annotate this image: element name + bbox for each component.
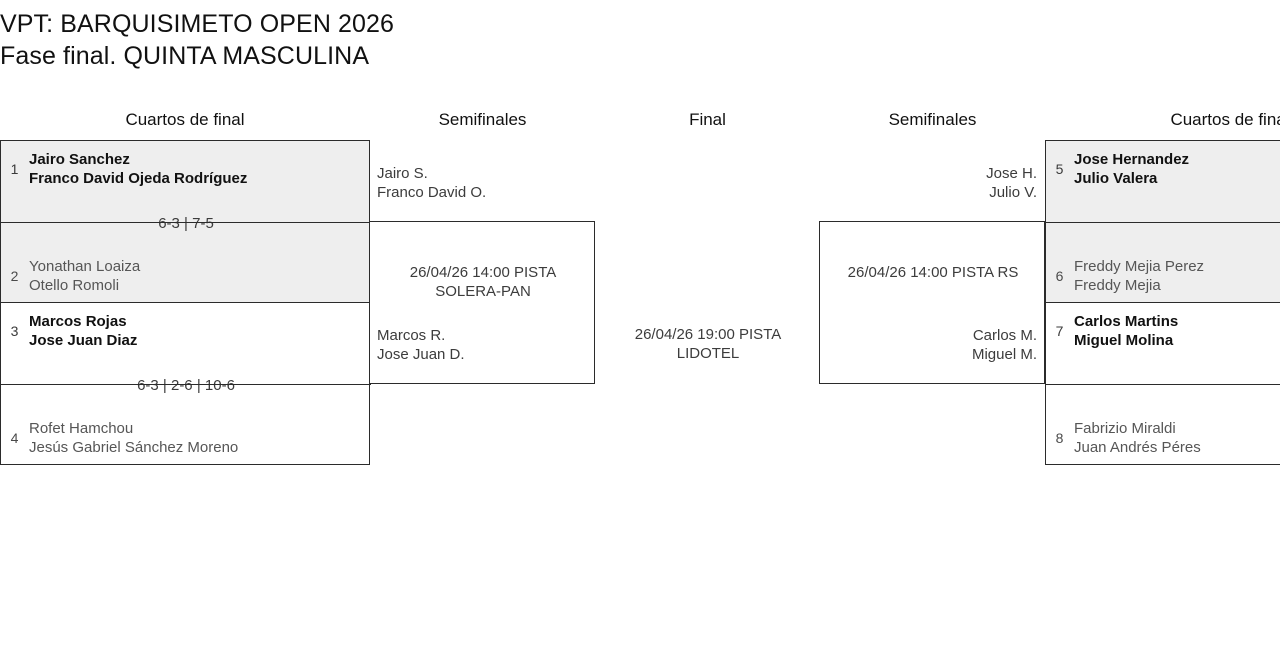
semifinal-bottom-team: Marcos R. Jose Juan D. [377,326,465,364]
player-name: Miguel Molina [1074,332,1174,349]
player-name: Jairo S. [377,165,428,182]
round-header-semifinals-right: Semifinales [888,110,977,129]
player-name: Marcos R. [377,327,446,344]
player-name: Rofet Hamchou [29,420,134,437]
match-score: 6-3 | 7-5 [158,215,214,232]
match-participant-seed-7[interactable]: 7 Carlos Martins Miguel Molina [1054,312,1179,350]
match-participant-seed-6[interactable]: 6 Freddy Mejia Perez Freddy Mejia [1054,257,1204,295]
semifinal-top-team: Jose H. Julio V. [986,164,1037,202]
player-name: Miguel M. [971,346,1037,363]
semifinal-match-right[interactable]: Jose H. Julio V. 26/04/26 14:00 PISTA RS… [819,165,1046,384]
quarterfinal-match-1[interactable]: 1 Jairo Sanchez Franco David Ojeda Rodrí… [0,140,371,303]
match-participant-seed-5[interactable]: 5 Jose Hernandez Julio Valera [1054,150,1189,188]
schedule-line: 26/04/26 14:00 PISTA RS [847,264,1019,281]
team-names: Carlos Martins Miguel Molina [1074,312,1178,350]
final-match-schedule[interactable]: 26/04/26 19:00 PISTA LIDOTEL [595,325,821,363]
schedule-line: 26/04/26 19:00 PISTA [634,326,782,343]
seed-number: 5 [1055,161,1064,177]
match-divider [0,384,371,385]
semifinal-top-team: Jairo S. Franco David O. [377,164,486,202]
match-score: 6-3 | 6-4 [1046,377,1280,395]
player-name: Franco David O. [377,184,487,201]
semifinal-bottom-team: Carlos M. Miguel M. [972,326,1037,364]
round-header-quarterfinals-left: Cuartos de final [125,110,245,129]
seed-number: 2 [10,268,19,284]
match-divider [1045,222,1280,223]
match-participant-seed-3[interactable]: 3 Marcos Rojas Jose Juan Diaz [9,312,138,350]
quarterfinal-match-3[interactable]: 5 Jose Hernandez Julio Valera 6-7 | 6-1 … [1045,140,1280,303]
page-title: VPT: BARQUISIMETO OPEN 2026 Fase final. … [0,8,900,72]
player-name: Carlos Martins [1074,313,1179,330]
seed-number: 8 [1055,430,1064,446]
player-name: Fabrizio Miraldi [1074,420,1176,437]
semifinal-match-left[interactable]: Jairo S. Franco David O. 26/04/26 14:00 … [369,165,596,384]
seed-number: 3 [10,323,19,339]
match-participant-seed-1[interactable]: 1 Jairo Sanchez Franco David Ojeda Rodrí… [9,150,248,188]
team-names: Jairo Sanchez Franco David Ojeda Rodrígu… [29,150,247,188]
round-header-quarterfinals-right: Cuartos de final [1170,110,1280,129]
quarterfinal-match-2[interactable]: 3 Marcos Rojas Jose Juan Diaz 6-3 | 2-6 … [0,302,371,465]
team-names: Rofet Hamchou Jesús Gabriel Sánchez More… [29,419,238,457]
player-name: Juan Andrés Péres [1074,439,1201,456]
team-names: Freddy Mejia Perez Freddy Mejia [1074,257,1204,295]
team-names: Yonathan Loaiza Otello Romoli [29,257,140,295]
team-names: Fabrizio Miraldi Juan Andrés Péres [1074,419,1201,457]
match-participant-seed-2[interactable]: 2 Yonathan Loaiza Otello Romoli [9,257,141,295]
match-divider [0,222,371,223]
player-name: Yonathan Loaiza [29,258,141,275]
seed-number: 4 [10,430,19,446]
quarterfinal-match-4[interactable]: 7 Carlos Martins Miguel Molina 6-3 | 6-4… [1045,302,1280,465]
match-divider [1045,384,1280,385]
player-name: Jose H. [986,165,1037,182]
semifinal-schedule: 26/04/26 14:00 PISTA SOLERA-PAN [370,263,596,301]
player-name: Franco David Ojeda Rodríguez [29,170,248,187]
match-participant-seed-4[interactable]: 4 Rofet Hamchou Jesús Gabriel Sánchez Mo… [9,419,239,457]
player-name: Otello Romoli [29,277,120,294]
round-header-semifinals-left: Semifinales [438,110,527,129]
team-names: Jose Hernandez Julio Valera [1074,150,1189,188]
player-name: Julio V. [989,184,1037,201]
semifinal-schedule: 26/04/26 14:00 PISTA RS [820,263,1046,282]
player-name: Freddy Mejia Perez [1074,258,1205,275]
tournament-subtitle: Fase final. QUINTA MASCULINA [0,42,370,70]
seed-number: 6 [1055,268,1064,284]
seed-number: 1 [10,161,19,177]
player-name: Jesús Gabriel Sánchez Moreno [29,439,239,456]
match-score: 6-3 | 2-6 | 10-6 [137,377,235,394]
round-header-final: Final [689,110,726,129]
schedule-line: LIDOTEL [676,345,740,362]
player-name: Jairo Sanchez [29,151,130,168]
player-name: Jose Juan Diaz [29,332,138,349]
player-name: Marcos Rojas [29,313,127,330]
team-names: Marcos Rojas Jose Juan Diaz [29,312,137,350]
player-name: Julio Valera [1074,170,1158,187]
player-name: Jose Hernandez [1074,151,1190,168]
tournament-title: VPT: BARQUISIMETO OPEN 2026 [0,10,395,38]
player-name: Freddy Mejia [1074,277,1161,294]
seed-number: 7 [1055,323,1064,339]
schedule-line: SOLERA-PAN [435,283,531,300]
player-name: Carlos M. [972,327,1037,344]
match-score: 6-7 | 6-1 | 13-11 [1046,215,1280,233]
schedule-line: 26/04/26 14:00 PISTA [409,264,557,281]
match-participant-seed-8[interactable]: 8 Fabrizio Miraldi Juan Andrés Péres [1054,419,1201,457]
player-name: Jose Juan D. [377,346,465,363]
